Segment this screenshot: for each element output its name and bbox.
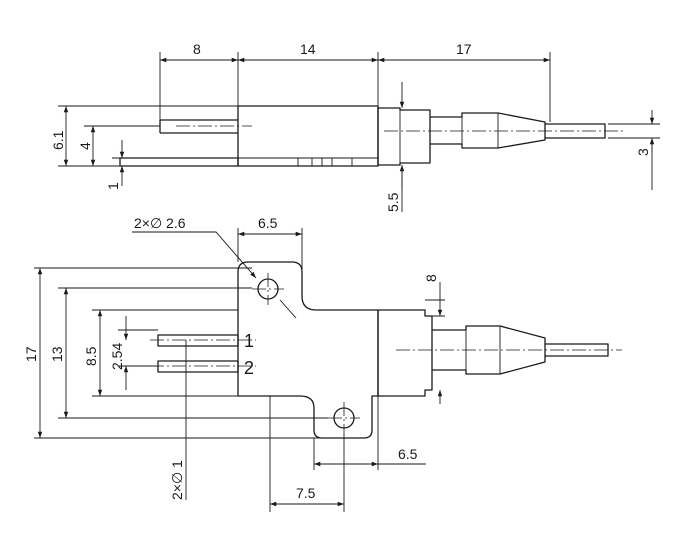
dim-height-5-5: 5.5 [385, 192, 401, 212]
side-body [237, 105, 379, 167]
dim-width-6-5-bottom: 6.5 [398, 446, 418, 462]
side-slots [238, 157, 378, 166]
side-flange [119, 157, 239, 167]
dim-height-8: 8 [423, 274, 439, 282]
dim-width-8: 8 [193, 41, 201, 57]
pin-callout: 2×∅ 1 [169, 460, 185, 500]
side-nose [430, 112, 546, 149]
hole-callout: 2×∅ 2.6 [134, 215, 186, 231]
pin-label-2: 2 [244, 358, 254, 378]
side-view: 8 14 17 6.1 4 1 5.5 3 [50, 41, 660, 212]
dim-height-6-1: 6.1 [50, 130, 66, 150]
dim-height-17: 17 [23, 346, 39, 362]
dim-height-4: 4 [77, 142, 93, 150]
side-pin [159, 119, 238, 134]
dim-width-17: 17 [456, 41, 472, 57]
dim-height-13: 13 [49, 346, 65, 362]
top-cylinder [377, 309, 433, 397]
top-pin-2 [157, 360, 239, 373]
dim-width-6-5-top: 6.5 [258, 215, 278, 231]
dim-height-3: 3 [635, 148, 651, 156]
dim-height-8-5: 8.5 [83, 346, 99, 366]
dim-width-14: 14 [300, 41, 316, 57]
dim-width-7-5: 7.5 [296, 485, 316, 501]
top-body [237, 261, 379, 439]
top-view: 1 2 17 13 8.5 2.54 6.5 2×∅ 2.6 8 [23, 215, 622, 512]
dim-pitch-2-54: 2.54 [109, 343, 125, 370]
dim-height-1: 1 [105, 182, 121, 190]
pin-label-1: 1 [244, 331, 254, 351]
side-cylinder [377, 107, 431, 166]
top-pin-1 [157, 334, 239, 347]
